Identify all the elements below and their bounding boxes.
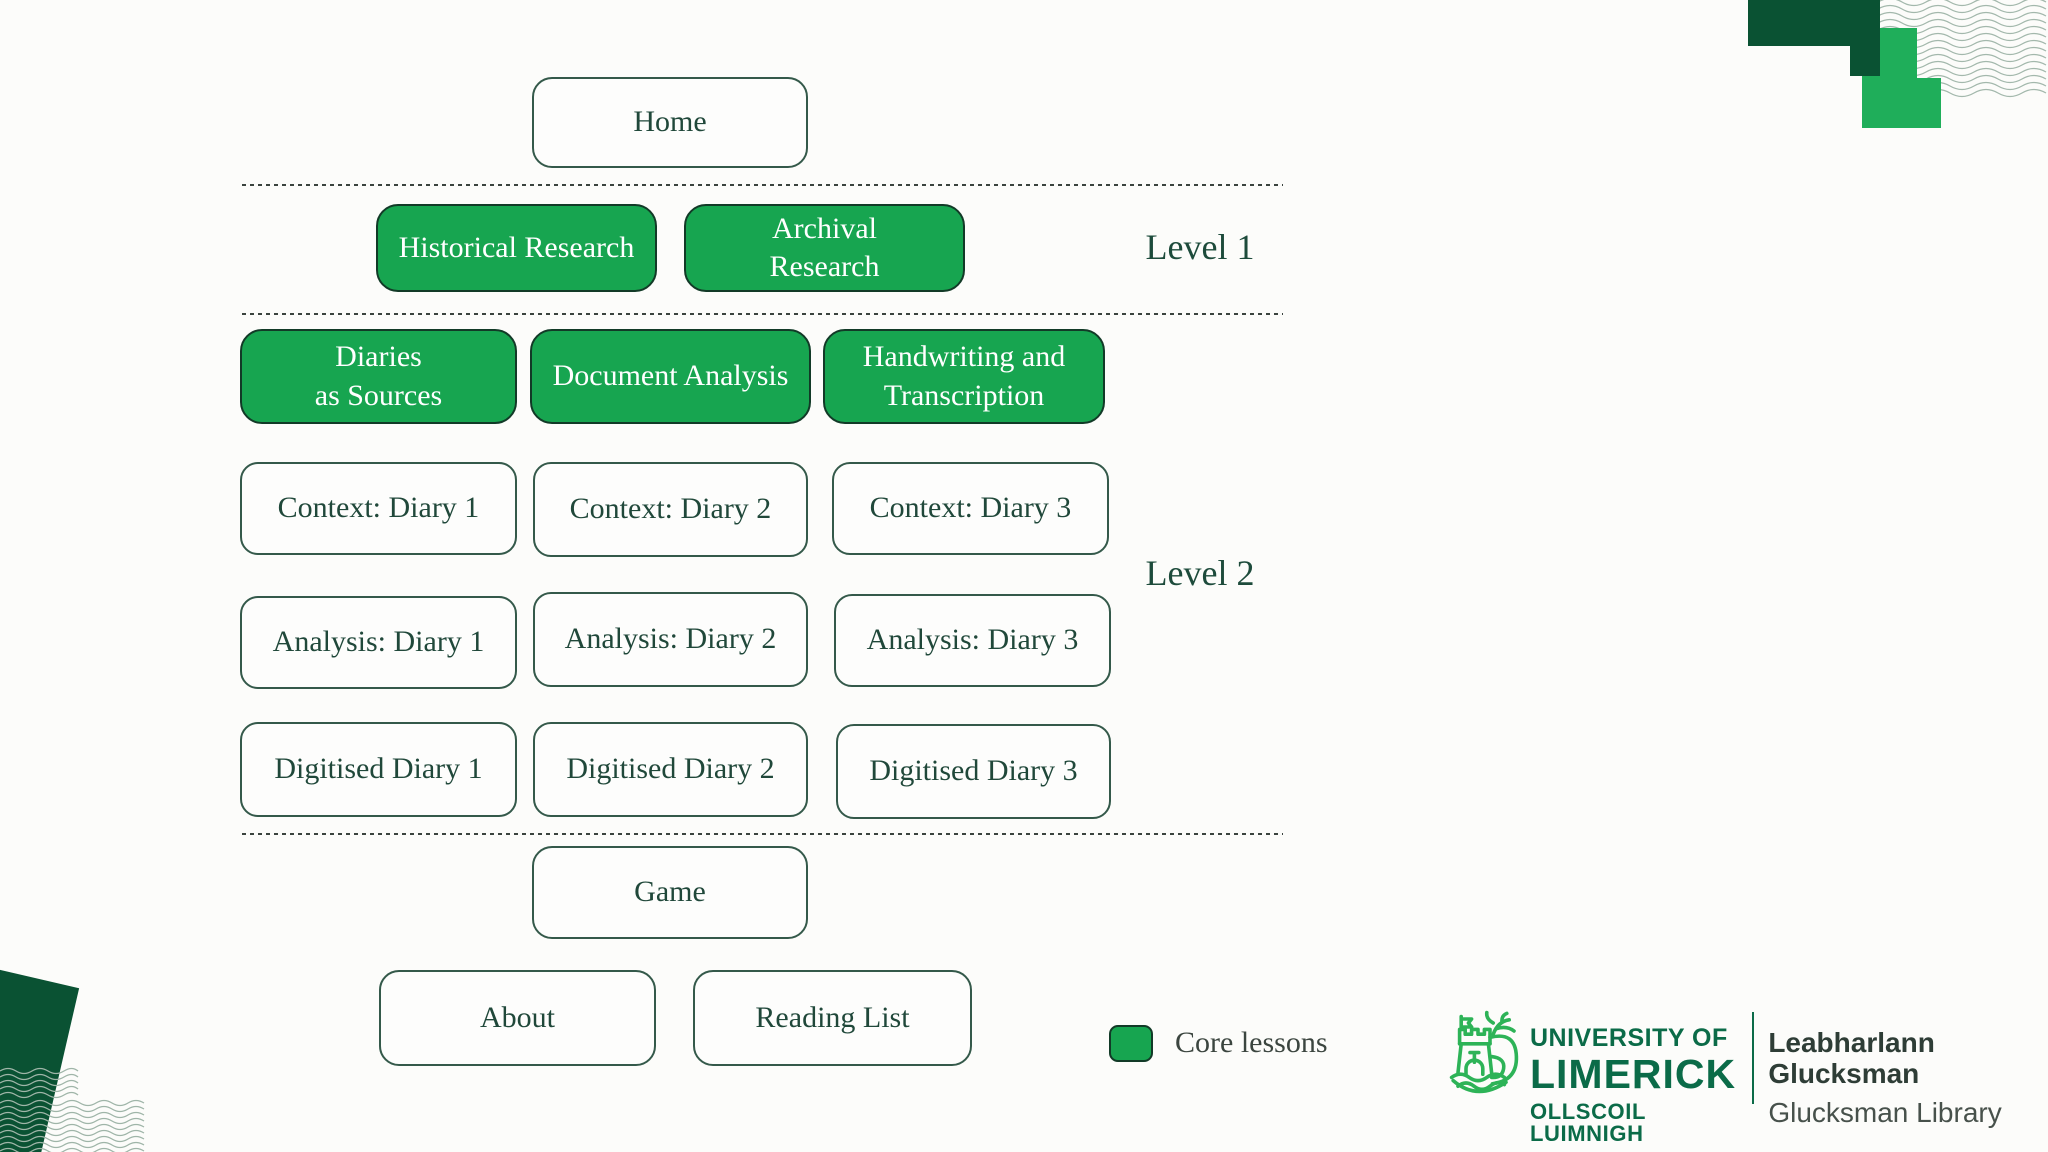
level-divider-2	[242, 313, 1283, 315]
context-diary-2-button[interactable]: Context: Diary 2	[533, 462, 808, 557]
context-diary-3-button[interactable]: Context: Diary 3	[832, 462, 1109, 555]
core-lessons-swatch	[1109, 1025, 1153, 1062]
diaries-as-sources-button[interactable]: Diaries as Sources	[240, 329, 517, 424]
ul-logo: UNIVERSITY OF LIMERICK OLLSCOIL LUIMNIGH…	[1442, 998, 2048, 1145]
library-name-irish: Leabharlann Glucksman	[1768, 1027, 1935, 1089]
home-button[interactable]: Home	[532, 77, 808, 168]
level-1-label: Level 1	[1145, 227, 1255, 267]
archival-research-button[interactable]: Archival Research	[684, 204, 965, 292]
document-analysis-button[interactable]: Document Analysis	[530, 329, 811, 424]
digitised-diary-3-button[interactable]: Digitised Diary 3	[836, 724, 1111, 819]
analysis-diary-2-button[interactable]: Analysis: Diary 2	[533, 592, 808, 687]
ul-wordmark-line1: UNIVERSITY OF	[1530, 1024, 1728, 1052]
analysis-diary-3-button[interactable]: Analysis: Diary 3	[834, 594, 1111, 687]
digitised-diary-1-button[interactable]: Digitised Diary 1	[240, 722, 517, 817]
logo-divider	[1752, 1012, 1755, 1104]
analysis-diary-1-button[interactable]: Analysis: Diary 1	[240, 596, 517, 689]
historical-research-button[interactable]: Historical Research	[376, 204, 657, 292]
decor-dark-green-bar	[1748, 0, 1880, 46]
about-button[interactable]: About	[379, 970, 656, 1066]
ul-wordmark-line3: OLLSCOIL LUIMNIGH	[1530, 1099, 1646, 1146]
ul-wordmark-line2: LIMERICK	[1530, 1051, 1737, 1097]
level-divider-3	[242, 833, 1283, 835]
ul-crest-icon	[1449, 1010, 1519, 1094]
library-name-english: Glucksman Library	[1768, 1096, 2002, 1128]
level-divider-1	[242, 184, 1283, 186]
ul-wordmark: UNIVERSITY OF LIMERICK OLLSCOIL LUIMNIGH	[1530, 1026, 1736, 1145]
game-button[interactable]: Game	[532, 846, 808, 939]
context-diary-1-button[interactable]: Context: Diary 1	[240, 462, 517, 555]
decor-light-green-block-bottom	[1862, 78, 1941, 128]
reading-list-button[interactable]: Reading List	[693, 970, 972, 1066]
core-lessons-label: Core lessons	[1175, 1026, 1328, 1059]
decor-dark-green-tab	[1850, 46, 1880, 76]
handwriting-transcription-button[interactable]: Handwriting and Transcription	[823, 329, 1105, 424]
library-name: Leabharlann Glucksman Glucksman Library	[1768, 1027, 2048, 1128]
level-2-label: Level 2	[1145, 553, 1255, 593]
bottomleft-contour-pattern	[0, 1067, 145, 1152]
digitised-diary-2-button[interactable]: Digitised Diary 2	[533, 722, 808, 817]
